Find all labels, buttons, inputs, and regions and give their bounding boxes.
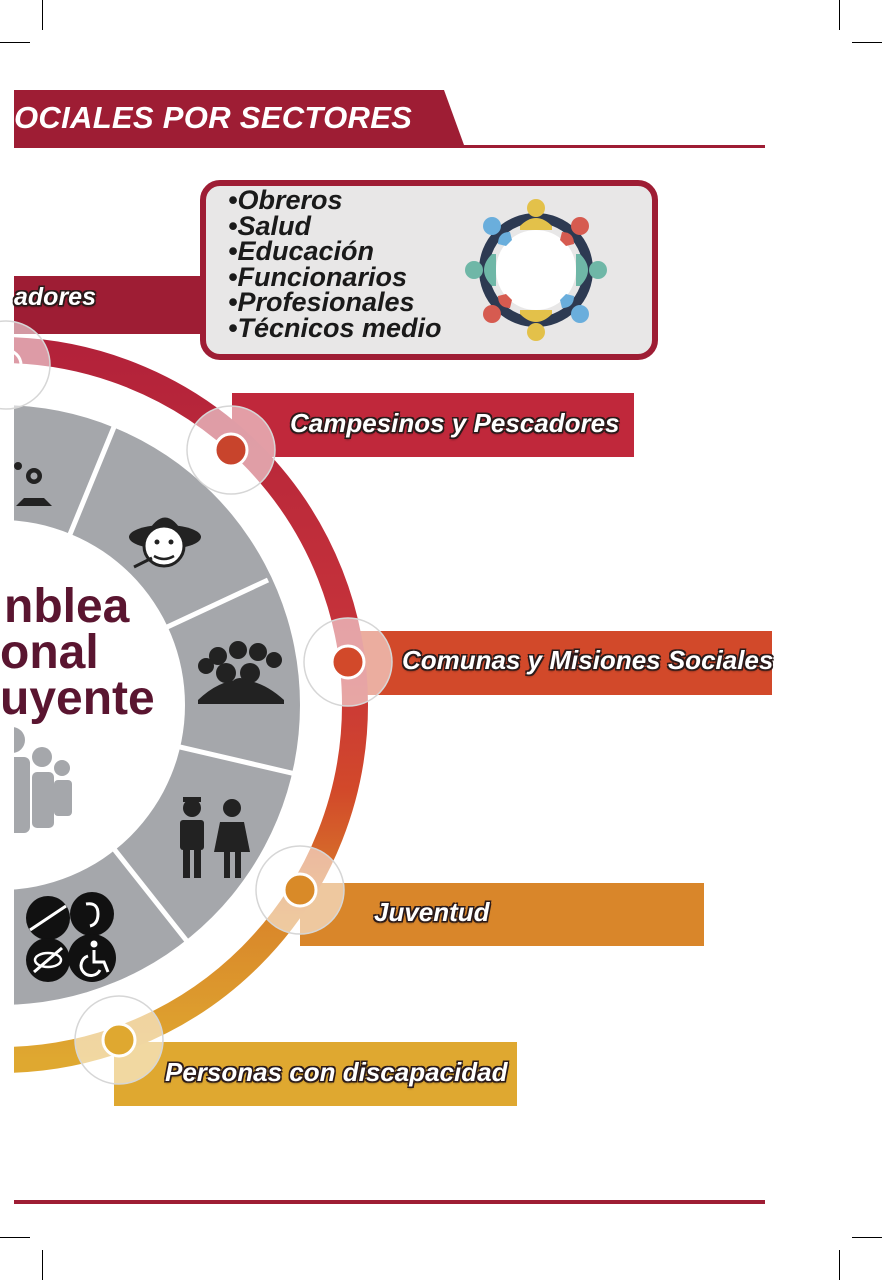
banner-juventud-label: Juventud <box>374 897 490 927</box>
crop-mark-bottom-left-v <box>42 1250 43 1280</box>
banner-juventud <box>300 883 704 946</box>
crop-mark-bottom-right-v <box>839 1250 840 1280</box>
banner-campesinos <box>232 393 634 457</box>
ring-node-comunas <box>303 617 393 707</box>
ring-node-discapacidad <box>74 995 164 1085</box>
crop-mark-top-right-v <box>839 0 840 30</box>
people-circle-icon <box>465 199 607 341</box>
title-underline <box>14 145 765 148</box>
sector-item: •Técnicos medio <box>228 312 442 343</box>
sector-item: •Educación <box>228 236 374 266</box>
banner-comunas-label: Comunas y Misiones Sociales <box>402 645 774 675</box>
crop-mark-top-left-h <box>0 42 30 43</box>
center-text-line3: uyente <box>0 672 155 725</box>
center-text-line2: onal <box>0 626 99 679</box>
ring-node-top <box>0 320 51 410</box>
page-title: OCIALES POR SECTORES <box>14 100 413 135</box>
banner-comunas <box>342 631 772 695</box>
banner-trabajadores-label: adores <box>14 283 96 311</box>
disability-icon <box>26 892 116 982</box>
banner-trabajadores <box>14 276 214 334</box>
sector-item: •Funcionarios <box>228 261 407 292</box>
ring-node-juventud <box>255 845 345 935</box>
crop-mark-bottom-left-h <box>0 1237 30 1238</box>
crowd-icon <box>198 641 284 704</box>
crop-mark-top-left-v <box>42 0 43 30</box>
youth-icon <box>180 797 250 878</box>
farmer-icon <box>129 517 201 569</box>
sector-item: •Salud <box>228 210 311 241</box>
crop-mark-top-right-h <box>852 42 882 43</box>
people-silhouette-icon <box>14 727 72 833</box>
workers-icon <box>14 462 52 506</box>
banner-campesinos-label: Campesinos y Pescadores <box>290 408 620 438</box>
ring-node-campesinos <box>186 405 276 495</box>
banner-discapacidad-label: Personas con discapacidad <box>165 1057 508 1087</box>
crop-mark-bottom-right-h <box>852 1237 882 1238</box>
center-text-line1: nblea <box>4 580 130 633</box>
title-banner <box>14 90 464 145</box>
sector-list: •Obreros •Salud •Educación •Funcionarios… <box>228 185 442 343</box>
banner-discapacidad <box>114 1042 517 1106</box>
footer-rule <box>14 1200 765 1204</box>
sector-item: •Profesionales <box>228 287 415 317</box>
sector-item: •Obreros <box>228 185 343 215</box>
